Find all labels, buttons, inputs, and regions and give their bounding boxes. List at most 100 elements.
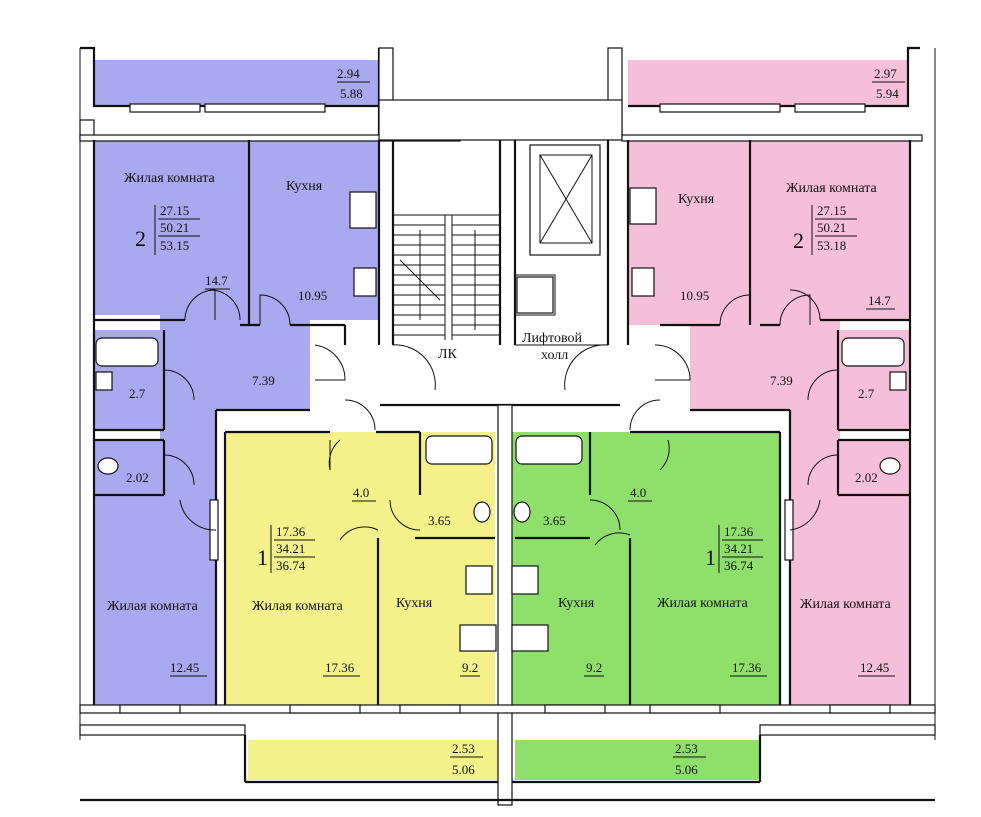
toilet-icon bbox=[879, 457, 901, 475]
right-1room-area-total: 34.21 bbox=[724, 541, 753, 556]
right-2room-balcony-area: 2.97 bbox=[874, 66, 897, 81]
elevator bbox=[514, 144, 608, 346]
fixtures bbox=[95, 187, 907, 652]
stove-icon bbox=[459, 624, 497, 652]
bathtub-icon bbox=[425, 435, 493, 465]
right-2room-living1-area: 14.7 bbox=[868, 293, 891, 308]
right-2room-living2-area: 12.45 bbox=[860, 660, 889, 675]
right-1room-balcony-area-full: 5.06 bbox=[675, 762, 698, 777]
bathtub-icon bbox=[95, 337, 159, 367]
left-1room-kitchen-area: 9.2 bbox=[462, 660, 478, 675]
right-1room-rooms-count: 1 bbox=[705, 545, 716, 570]
right-2room-area-balcony: 53.18 bbox=[817, 238, 846, 253]
left-2room-area-balcony: 53.15 bbox=[160, 238, 189, 253]
left-1room-kitchen-label: Кухня bbox=[396, 596, 433, 611]
right-2room-area-total: 50.21 bbox=[817, 220, 846, 235]
doors bbox=[163, 289, 839, 546]
right-2room-kitchen-area: 10.95 bbox=[680, 288, 709, 303]
left-1room-rooms-count: 1 bbox=[257, 545, 268, 570]
left-1room-living-label: Жилая комната bbox=[252, 599, 343, 614]
right-2room-kitchen-label: Кухня bbox=[678, 192, 715, 207]
left-2room-bath-area: 2.7 bbox=[129, 386, 146, 401]
left-2room-wc-area: 2.02 bbox=[126, 470, 149, 485]
left-2room-rooms-count: 2 bbox=[135, 226, 146, 251]
sink-icon bbox=[465, 565, 493, 595]
left-1room-living-area: 17.36 bbox=[325, 660, 355, 675]
right-1room-kitchen-label: Кухня bbox=[558, 596, 595, 611]
right-2room-labels: 2.97 5.94 Кухня 10.95 Жилая комната 2 27… bbox=[678, 66, 905, 677]
right-2room-living1-fill bbox=[750, 140, 910, 320]
left-2room-area-total: 50.21 bbox=[160, 220, 189, 235]
left-2room-area-living: 27.15 bbox=[160, 203, 189, 218]
sink-icon bbox=[95, 371, 113, 391]
right-2room-living1-label: Жилая комната bbox=[786, 181, 877, 196]
stairs bbox=[393, 214, 500, 340]
left-1room-area-total: 34.21 bbox=[276, 541, 305, 556]
stove-icon bbox=[349, 191, 377, 229]
right-2room-hall-fill bbox=[690, 310, 840, 410]
left-1room-area-living: 17.36 bbox=[276, 524, 306, 539]
right-1room-balcony-fill bbox=[515, 740, 760, 780]
bathtub-icon bbox=[515, 435, 583, 465]
left-2room-hall-fill bbox=[160, 300, 310, 410]
right-1room-living-area: 17.36 bbox=[732, 660, 762, 675]
common-labels: ЛК Лифтовой холл bbox=[438, 331, 583, 363]
wheelchair-icon bbox=[516, 276, 554, 314]
right-2room-bath-area: 2.7 bbox=[858, 386, 875, 401]
right-2room-wc-area: 2.02 bbox=[855, 470, 878, 485]
right-1room-hall-area: 4.0 bbox=[630, 485, 646, 500]
right-2room-rooms-count: 2 bbox=[793, 228, 804, 253]
right-2room-hall-area: 7.39 bbox=[770, 373, 793, 388]
left-1room-bath-area: 3.65 bbox=[428, 513, 451, 528]
right-1room-fill bbox=[510, 432, 780, 705]
left-2room-living1-label: Жилая комната bbox=[124, 171, 215, 186]
left-1room-balcony-fill bbox=[248, 740, 498, 780]
left-2room-living2-label: Жилая комната bbox=[107, 599, 198, 614]
sink-icon bbox=[353, 267, 377, 297]
right-1room-labels: 4.0 3.65 1 17.36 34.21 36.74 Кухня Жилая… bbox=[543, 485, 767, 777]
right-2room-living2-label: Жилая комната bbox=[800, 597, 891, 612]
left-2room-living1-fill bbox=[94, 140, 249, 315]
right-1room-bath-area: 3.65 bbox=[543, 513, 566, 528]
left-2room-labels: 2.94 5.88 Жилая комната 2 27.15 50.21 53… bbox=[107, 66, 370, 677]
right-1room-living-label: Жилая комната bbox=[657, 596, 748, 611]
sink-icon bbox=[631, 267, 655, 297]
right-1room-area-living: 17.36 bbox=[724, 524, 754, 539]
elevator-hall-label-line2: холл bbox=[541, 348, 568, 363]
left-1room-fill bbox=[225, 432, 495, 705]
left-2room-hall-area: 7.39 bbox=[252, 373, 275, 388]
walls bbox=[79, 46, 936, 806]
left-2room-living2-area: 12.45 bbox=[170, 660, 199, 675]
left-2room-balcony-area: 2.94 bbox=[337, 66, 360, 81]
stove-icon bbox=[629, 187, 657, 225]
elevator-hall-label-line1: Лифтовой bbox=[522, 331, 583, 346]
right-1room-area-balcony: 36.74 bbox=[724, 558, 754, 573]
right-2room-corridor-fill bbox=[790, 410, 840, 510]
left-2room-kitchen-label: Кухня bbox=[286, 179, 323, 194]
toilet-icon bbox=[473, 501, 491, 523]
right-2room-balcony-area-full: 5.94 bbox=[876, 86, 899, 101]
left-1room-area-balcony: 36.74 bbox=[276, 558, 306, 573]
left-1room-balcony-area: 2.53 bbox=[452, 741, 475, 756]
right-1room-kitchen-area: 9.2 bbox=[586, 660, 602, 675]
left-2room-kitchen-area: 10.95 bbox=[298, 288, 327, 303]
left-2room-living2-fill bbox=[94, 495, 216, 705]
left-2room-living1-area: 14.7 bbox=[205, 273, 228, 288]
left-2room-corridor-fill bbox=[160, 410, 216, 510]
sink-icon bbox=[889, 371, 907, 391]
left-2room-balcony-fill bbox=[94, 60, 379, 106]
toilet-icon bbox=[97, 457, 119, 475]
left-2room-balcony-area-full: 5.88 bbox=[340, 86, 363, 101]
left-1room-balcony-area-full: 5.06 bbox=[452, 762, 475, 777]
stove-icon bbox=[511, 624, 549, 652]
right-1room-balcony-area: 2.53 bbox=[675, 741, 698, 756]
left-1room-labels: 4.0 3.65 1 17.36 34.21 36.74 Жилая комна… bbox=[252, 485, 483, 777]
left-1room-hall-area: 4.0 bbox=[353, 485, 369, 500]
right-2room-living2-fill bbox=[790, 495, 910, 705]
sink-icon bbox=[511, 565, 539, 595]
toilet-icon bbox=[513, 501, 531, 523]
bathtub-icon bbox=[841, 337, 905, 367]
right-2room-area-living: 27.15 bbox=[817, 203, 846, 218]
right-2room-balcony-fill bbox=[628, 60, 908, 106]
